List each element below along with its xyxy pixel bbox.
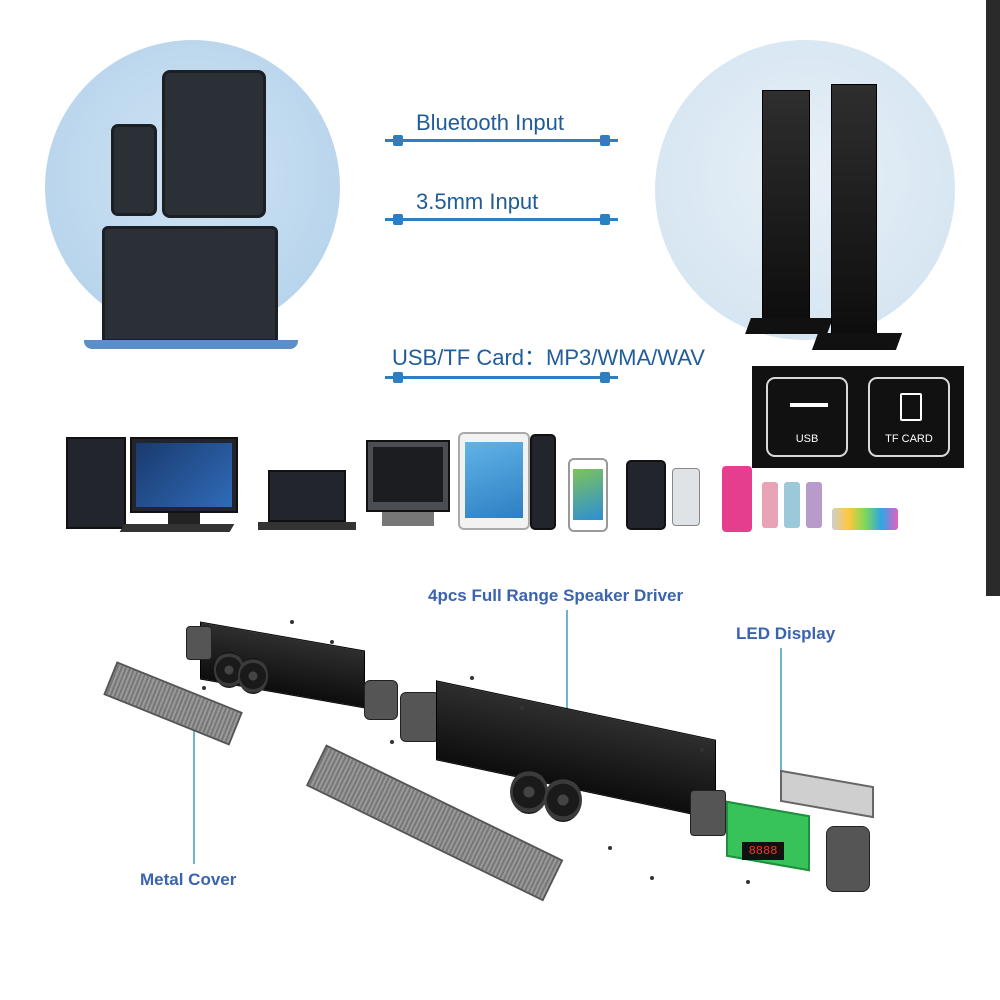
speaker-tower-left bbox=[762, 90, 810, 322]
connector-module-2 bbox=[400, 692, 440, 742]
led-leader-line bbox=[780, 648, 782, 800]
screw bbox=[746, 880, 750, 884]
tablet-icon bbox=[162, 70, 266, 218]
nano-player-blue bbox=[784, 482, 800, 528]
driver-4-icon bbox=[544, 778, 582, 822]
monitor-icon bbox=[130, 437, 238, 513]
usb-port-tile: USB bbox=[766, 377, 848, 457]
led-pcb bbox=[726, 800, 810, 872]
drivers-leader-line bbox=[566, 610, 568, 750]
right-edge-bar bbox=[986, 0, 1000, 596]
control-endcap bbox=[826, 826, 870, 892]
shuffle-player-row bbox=[832, 508, 898, 530]
sd-card-icon bbox=[900, 393, 922, 421]
nano-player-pink bbox=[762, 482, 778, 528]
desktop-tower-icon bbox=[66, 437, 126, 529]
led-callout: LED Display bbox=[736, 624, 836, 643]
tv-icon bbox=[366, 440, 450, 512]
speaker-tower-right-base bbox=[811, 333, 903, 350]
speaker-tower-left-base bbox=[745, 318, 833, 334]
driver-2-icon bbox=[238, 658, 268, 694]
usb-tf-cable bbox=[385, 372, 618, 383]
screw bbox=[390, 740, 394, 744]
cover-leader-line bbox=[193, 720, 195, 864]
endcap-left bbox=[186, 626, 212, 660]
connector-module bbox=[364, 680, 398, 720]
mounting-bracket bbox=[780, 769, 874, 819]
screw bbox=[650, 876, 654, 880]
laptop-screen bbox=[102, 226, 278, 342]
smartphone-row-icon bbox=[568, 458, 608, 532]
endcap-right bbox=[690, 790, 726, 836]
screw bbox=[700, 748, 704, 752]
tf-port-tile: TF CARD bbox=[868, 377, 950, 457]
tablet-row-icon-2 bbox=[530, 434, 556, 530]
tv-stand bbox=[382, 512, 434, 526]
usb-icon bbox=[790, 403, 828, 407]
screw bbox=[520, 706, 524, 710]
screw bbox=[330, 640, 334, 644]
bluetooth-cable bbox=[385, 135, 618, 146]
nano-player-purple bbox=[806, 482, 822, 528]
mp3-player-row-icon bbox=[626, 460, 666, 530]
tablet-row-icon bbox=[458, 432, 530, 530]
led-display-digits: 8888 bbox=[742, 842, 784, 860]
screw bbox=[608, 846, 612, 850]
drivers-callout: 4pcs Full Range Speaker Driver bbox=[428, 586, 684, 605]
aux-input-label: 3.5mm Input bbox=[416, 189, 539, 214]
usb-tf-label: USB/TF Card：MP3/WMA/WAV bbox=[392, 345, 705, 370]
screw bbox=[202, 686, 206, 690]
screw bbox=[470, 676, 474, 680]
screw bbox=[290, 620, 294, 624]
usb-label: USB bbox=[795, 433, 819, 445]
phone-icon bbox=[111, 124, 157, 216]
radio-row-icon bbox=[672, 468, 700, 526]
ports-panel: USB TF CARD bbox=[752, 366, 964, 468]
cover-callout: Metal Cover bbox=[140, 870, 237, 889]
keyboard-icon bbox=[119, 524, 235, 532]
pink-player-row-icon bbox=[722, 466, 752, 532]
laptop-base bbox=[84, 340, 298, 349]
speaker-tower-right bbox=[831, 84, 877, 336]
aux-cable bbox=[385, 214, 618, 225]
bluetooth-input-label: Bluetooth Input bbox=[416, 110, 565, 135]
laptop-row-base bbox=[258, 522, 356, 530]
laptop-row-icon bbox=[268, 470, 346, 522]
tf-label: TF CARD bbox=[885, 433, 933, 445]
driver-3-icon bbox=[510, 770, 548, 814]
monitor-stand bbox=[168, 513, 200, 525]
